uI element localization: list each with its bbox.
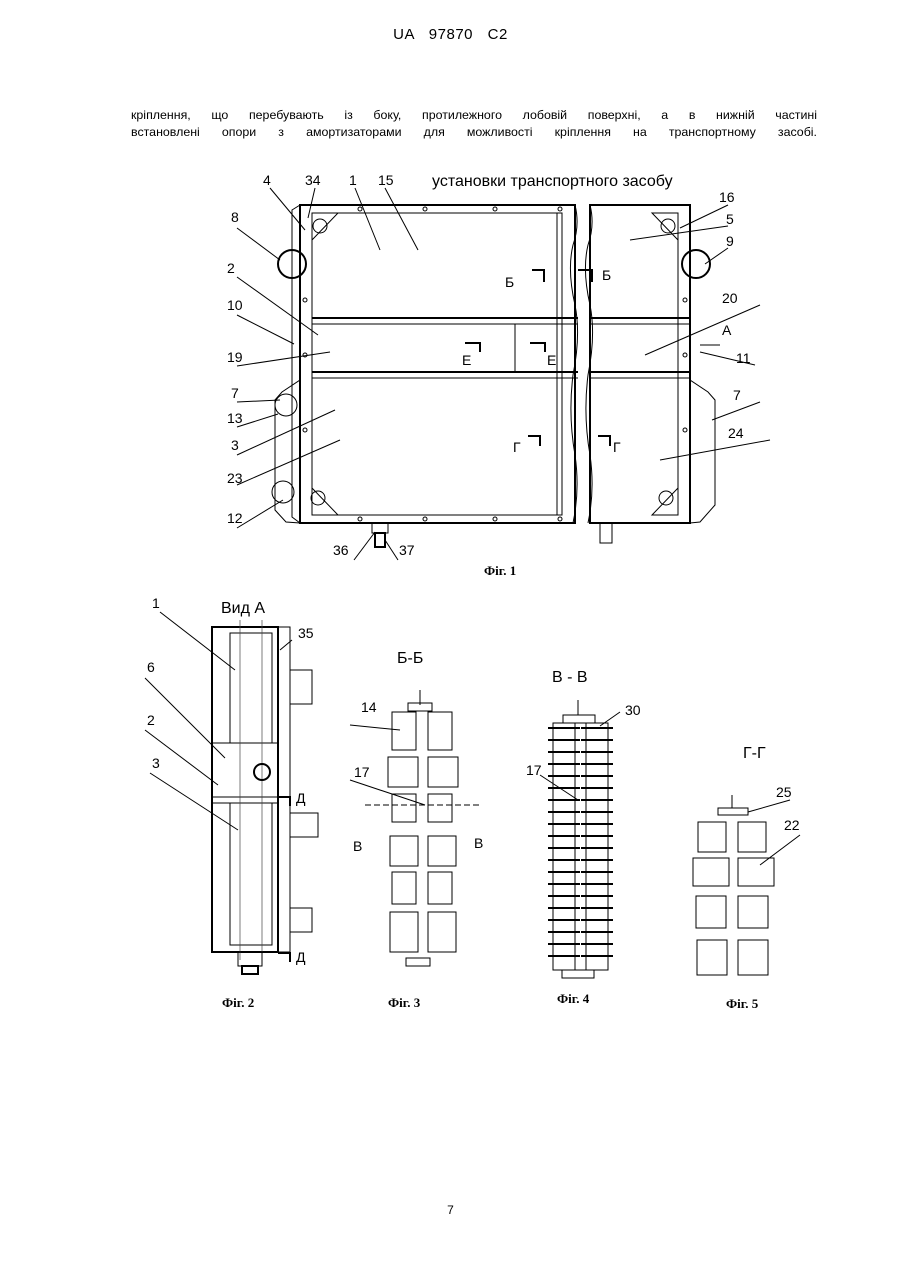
fig1-label: 13 — [227, 410, 243, 426]
fig5-title: Г-Г — [743, 745, 766, 762]
fig3-caption: Фіг. 3 — [388, 995, 421, 1010]
fig1-label: Б — [602, 267, 611, 283]
fig2-label: 1 — [152, 595, 160, 611]
fig1-label: 5 — [726, 211, 734, 227]
fig2-label: 6 — [147, 659, 155, 675]
fig1-label: 12 — [227, 510, 243, 526]
figure-2: Вид А 1 35 6 2 3 Д Д Фіг. 2 — [145, 595, 318, 1010]
fig4-caption: Фіг. 4 — [557, 991, 590, 1006]
fig4-title: В - В — [552, 669, 588, 686]
fig1-label: 16 — [719, 189, 735, 205]
fig1-right-frame — [590, 205, 690, 523]
fig1-label: 4 — [263, 172, 271, 188]
fig5-label: 25 — [776, 784, 792, 800]
fig1-label: Б — [505, 274, 514, 290]
fig2-label: 35 — [298, 625, 314, 641]
fig1-label: 20 — [722, 290, 738, 306]
fig1-label: 23 — [227, 470, 243, 486]
fig5-label: 22 — [784, 817, 800, 833]
fig4-label: 17 — [526, 762, 542, 778]
fig1-label: 15 — [378, 172, 394, 188]
fig1-label: 1 — [349, 172, 357, 188]
fig3-label: 14 — [361, 699, 377, 715]
fig2-label: 3 — [152, 755, 160, 771]
fig1-label: 34 — [305, 172, 321, 188]
fig1-label: Г — [613, 439, 621, 455]
fig3-label: В — [353, 838, 362, 854]
fig2-body — [212, 627, 278, 952]
figure-4: В - В 30 17 Фіг. 4 — [526, 669, 641, 1006]
fig2-label: Д — [296, 949, 306, 965]
fig1-left-frame — [300, 205, 575, 523]
figure-5: Г-Г 25 22 Фіг. 5 — [693, 745, 800, 1011]
fig1-label: 9 — [726, 233, 734, 249]
fig3-label: 17 — [354, 764, 370, 780]
fig1-caption: Фіг. 1 — [484, 563, 516, 578]
fig1-label: А — [722, 322, 732, 338]
fig1-label: 24 — [728, 425, 744, 441]
fig1-label: 2 — [227, 260, 235, 276]
fig1-label: 7 — [231, 385, 239, 401]
fig1-label: 19 — [227, 349, 243, 365]
fig1-label: Г — [513, 439, 521, 455]
fig1-label: 36 — [333, 542, 349, 558]
page-number: 7 — [0, 1203, 901, 1217]
fig2-label: 2 — [147, 712, 155, 728]
fig1-label: 11 — [736, 350, 751, 366]
fig1-label: 8 — [231, 209, 239, 225]
fig3-title: Б-Б — [397, 650, 423, 667]
fig2-caption: Фіг. 2 — [222, 995, 254, 1010]
fig3-label: В — [474, 835, 483, 851]
fig4-label: 30 — [625, 702, 641, 718]
fig1-label: 37 — [399, 542, 415, 558]
fig1-label: Е — [462, 352, 471, 368]
fig5-caption: Фіг. 5 — [726, 996, 759, 1011]
fig1-label: Е — [547, 352, 556, 368]
fig2-title: Вид А — [221, 600, 265, 617]
fig1-title: установки транспортного засобу — [432, 173, 673, 190]
figure-3: Б-Б 14 17 В В Фіг. 3 — [350, 650, 483, 1010]
figure-1: 4 34 1 15 8 2 10 19 7 13 3 23 12 36 37 1… — [227, 172, 770, 578]
fig2-label: Д — [296, 790, 306, 806]
fig1-label: 10 — [227, 297, 243, 313]
fig1-label: 7 — [733, 387, 741, 403]
fig1-label: 3 — [231, 437, 239, 453]
